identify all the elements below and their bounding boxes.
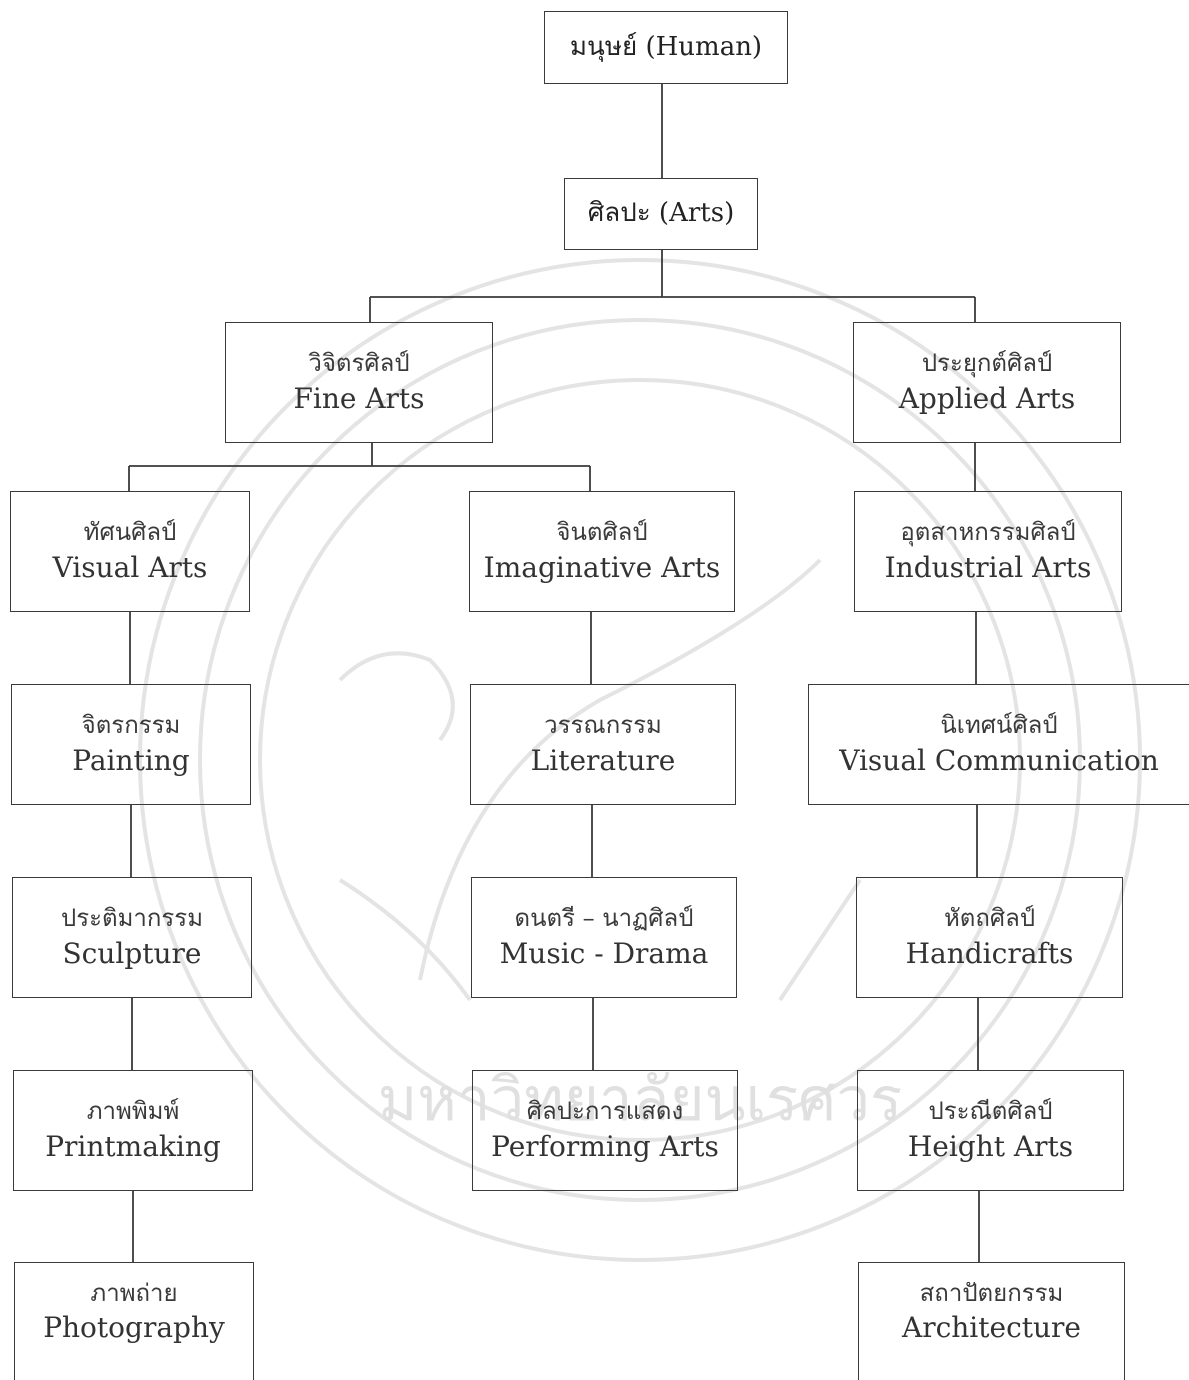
node-visual-communication-english: Visual Communication (839, 743, 1159, 777)
node-sculpture-thai: ประติมากรรม (60, 904, 204, 933)
node-fine-arts-thai: วิจิตรศิลป์ (308, 349, 410, 378)
node-literature-english: Literature (530, 743, 676, 777)
node-architecture-thai: สถาปัตยกรรม (919, 1279, 1064, 1307)
node-industrial-arts: อุตสาหกรรมศิลป์ Industrial Arts (854, 491, 1122, 612)
node-performing-arts-thai: ศิลปะการแสดง (526, 1097, 684, 1126)
node-fine-arts-english: Fine Arts (293, 381, 425, 415)
node-arts: ศิลปะ (Arts) (564, 178, 758, 250)
node-visual-communication-thai: นิเทศน์ศิลป์ (940, 711, 1058, 740)
node-height-arts: ประณีตศิลป์ Height Arts (857, 1070, 1124, 1191)
node-handicrafts: หัตถศิลป์ Handicrafts (856, 877, 1123, 998)
node-handicrafts-thai: หัตถศิลป์ (943, 904, 1036, 933)
node-visual-communication: นิเทศน์ศิลป์ Visual Communication (808, 684, 1189, 805)
node-photography: ภาพถ่าย Photography (14, 1262, 254, 1380)
node-painting-thai: จิตรกรรม (81, 711, 181, 740)
node-performing-arts-english: Performing Arts (491, 1129, 719, 1163)
node-music-drama-thai: ดนตรี – นาฏศิลป์ (514, 904, 694, 933)
node-human-label: มนุษย์ (Human) (569, 31, 763, 62)
node-printmaking-thai: ภาพพิมพ์ (86, 1097, 180, 1126)
node-printmaking: ภาพพิมพ์ Printmaking (13, 1070, 253, 1191)
node-music-drama-english: Music - Drama (499, 936, 709, 970)
node-photography-english: Photography (43, 1311, 225, 1345)
node-applied-arts-english: Applied Arts (898, 381, 1076, 415)
node-height-arts-thai: ประณีตศิลป์ (928, 1097, 1053, 1126)
node-human: มนุษย์ (Human) (544, 11, 788, 84)
node-handicrafts-english: Handicrafts (905, 936, 1074, 970)
node-imaginative-arts-thai: จินตศิลป์ (556, 518, 648, 547)
node-sculpture: ประติมากรรม Sculpture (12, 877, 252, 998)
node-visual-arts: ทัศนศิลป์ Visual Arts (10, 491, 250, 612)
node-industrial-arts-english: Industrial Arts (884, 550, 1092, 584)
node-architecture-english: Architecture (901, 1311, 1082, 1345)
node-architecture: สถาปัตยกรรม Architecture (858, 1262, 1125, 1380)
node-photography-thai: ภาพถ่าย (90, 1279, 178, 1307)
node-painting-english: Painting (72, 743, 190, 777)
node-arts-label: ศิลปะ (Arts) (587, 198, 735, 229)
node-industrial-arts-thai: อุตสาหกรรมศิลป์ (900, 518, 1076, 547)
node-applied-arts-thai: ประยุกต์ศิลป์ (921, 349, 1053, 378)
node-imaginative-arts: จินตศิลป์ Imaginative Arts (469, 491, 735, 612)
node-printmaking-english: Printmaking (45, 1129, 221, 1163)
node-visual-arts-thai: ทัศนศิลป์ (83, 518, 177, 547)
node-literature: วรรณกรรม Literature (470, 684, 736, 805)
node-literature-thai: วรรณกรรม (544, 711, 662, 740)
node-height-arts-english: Height Arts (907, 1129, 1074, 1163)
node-music-drama: ดนตรี – นาฏศิลป์ Music - Drama (471, 877, 737, 998)
node-imaginative-arts-english: Imaginative Arts (483, 550, 721, 584)
node-fine-arts: วิจิตรศิลป์ Fine Arts (225, 322, 493, 443)
node-painting: จิตรกรรม Painting (11, 684, 251, 805)
node-applied-arts: ประยุกต์ศิลป์ Applied Arts (853, 322, 1121, 443)
node-sculpture-english: Sculpture (62, 936, 202, 970)
node-visual-arts-english: Visual Arts (52, 550, 208, 584)
node-performing-arts: ศิลปะการแสดง Performing Arts (472, 1070, 738, 1191)
